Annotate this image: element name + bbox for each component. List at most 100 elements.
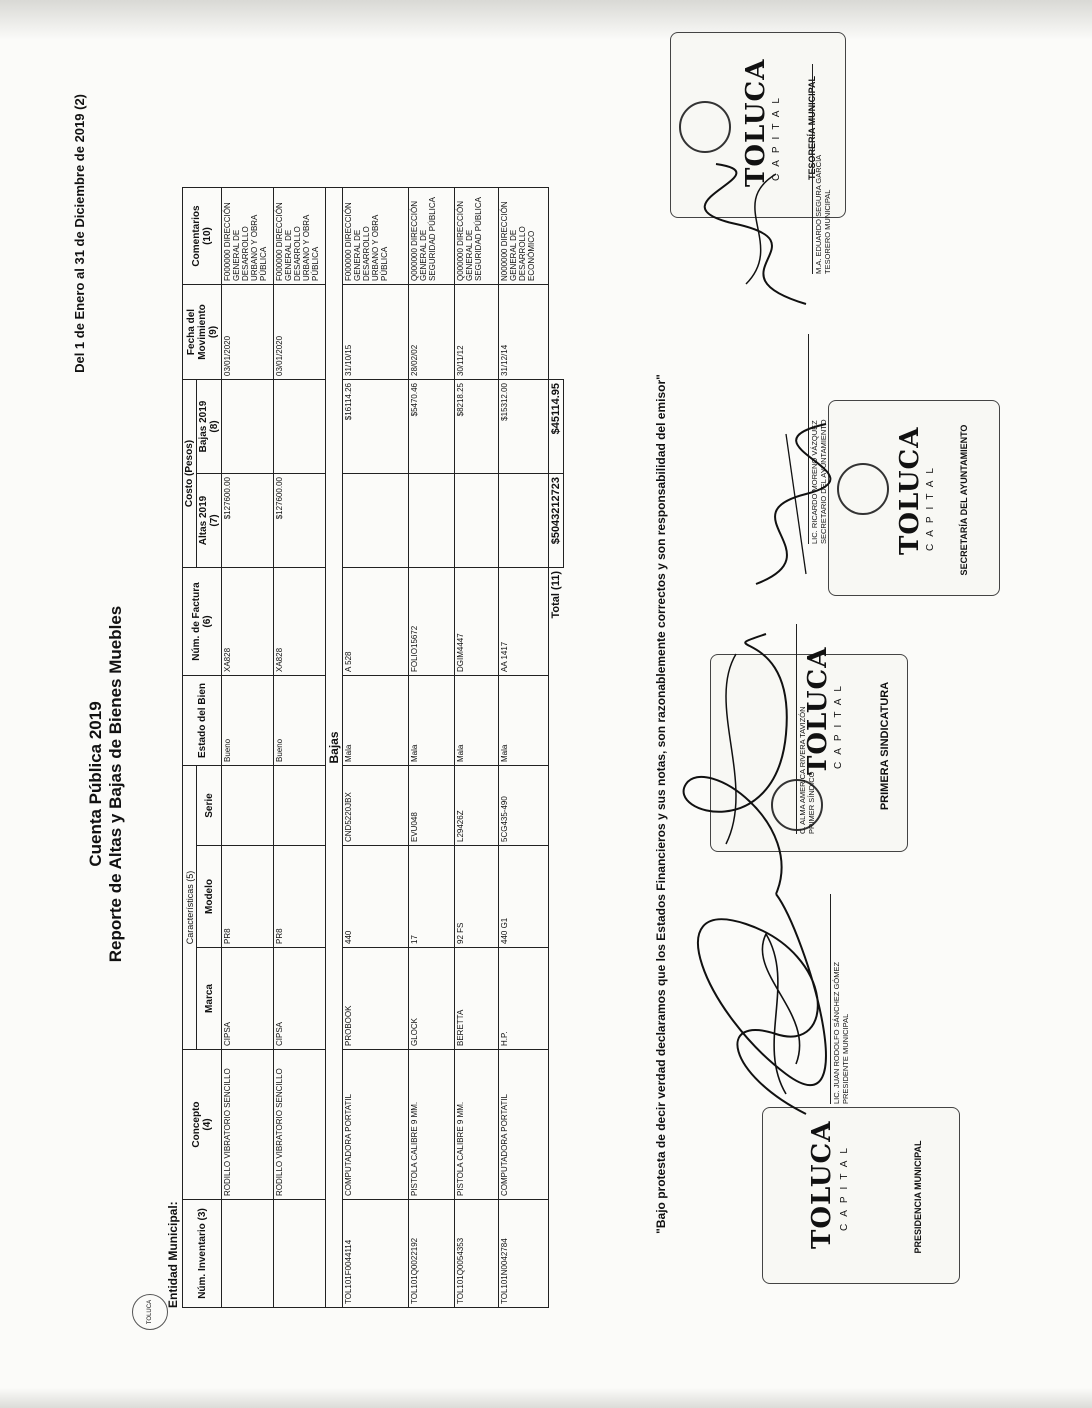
cell-fecha: 31/10/15	[342, 284, 409, 380]
cell-baja: $5470.46	[408, 379, 455, 474]
col-marca: Marca	[196, 947, 222, 1050]
report-period: Del 1 de Enero al 31 de Diciembre de 201…	[72, 94, 87, 373]
col-bajas: Bajas 2019(8)	[196, 379, 222, 474]
bajas-section-row: Bajas	[325, 187, 343, 1308]
table-header-row-1: Núm. Inventario (3) Concepto(4) Caracter…	[182, 187, 222, 1308]
cell-inventario	[221, 1199, 274, 1308]
total-spacer	[549, 188, 564, 285]
col-altas-label: Altas 2019	[198, 495, 209, 546]
signature-secretario	[755, 423, 832, 585]
table-row: TOL101F0044114 COMPUTADORA PORTATIL PROB…	[342, 187, 409, 1308]
col-serie: Serie	[196, 765, 222, 846]
cell-factura: AA 1417	[498, 567, 549, 676]
cell-inventario: TOL101Q0054353	[454, 1199, 499, 1308]
cell-baja	[221, 379, 274, 474]
cell-marca: PROBOOK	[342, 947, 409, 1050]
col-comentarios-num: (10)	[202, 227, 213, 245]
cell-fecha: 30/11/12	[454, 284, 499, 380]
entity-label: Entidad Municipal:	[166, 1201, 180, 1308]
cell-modelo: 440 G1	[498, 845, 549, 948]
cell-concepto: RODILLO VIBRATORIO SENCILLO	[221, 1049, 274, 1200]
col-altas: Altas 2019(7)	[196, 473, 222, 568]
cell-modelo: 440	[342, 845, 409, 948]
seal-icon	[679, 101, 731, 153]
total-label: Total (11)	[550, 571, 562, 619]
total-spacer	[549, 285, 564, 380]
cell-serie: 5CG435-490	[498, 765, 549, 846]
cell-serie	[221, 765, 274, 846]
scan-bottom-edge	[0, 1388, 1092, 1408]
stamp-office: PRIMERA SINDICATURA	[879, 681, 891, 811]
cell-modelo: 17	[408, 845, 455, 948]
cell-alta	[498, 473, 549, 568]
col-modelo: Modelo	[196, 845, 222, 948]
logo-text: TOLUCA	[147, 1299, 153, 1325]
cell-marca: CIPSA	[221, 947, 274, 1050]
cell-factura: A 528	[342, 567, 409, 676]
cell-fecha: 31/12/14	[498, 284, 549, 380]
col-fecha: Fecha del Movimiento(9)	[182, 284, 222, 380]
cell-comentario: F000000 DIRECCIÓN GENERAL DE DESARROLLO …	[273, 187, 326, 285]
cell-comentario: Q000000 DIRECCIÓN GENERAL DE SEGURIDAD P…	[454, 187, 499, 285]
cell-factura: XA828	[221, 567, 274, 676]
cell-factura: FOLIO15672	[408, 567, 455, 676]
cell-alta: $127600.00	[221, 473, 274, 568]
cell-comentario: N000000 DIRECCIÓN GENERAL DE DESARROLLO …	[498, 187, 549, 285]
col-inventario: Núm. Inventario (3)	[182, 1199, 222, 1308]
cell-serie	[273, 765, 326, 846]
cell-marca: CIPSA	[273, 947, 326, 1050]
cell-concepto: RODILLO VIBRATORIO SENCILLO	[273, 1049, 326, 1200]
stamp-cap: CAPITAL	[925, 461, 936, 551]
cell-factura: XA828	[273, 567, 326, 676]
report-subtitle: Reporte de Altas y Bajas de Bienes Muebl…	[106, 605, 125, 963]
cell-comentario: F000000 DIRECCIÓN GENERAL DE DESARROLLO …	[221, 187, 274, 285]
total-bajas: $45114.95	[548, 379, 564, 474]
stamp-office: SECRETARÍA DEL AYUNTAMIENTO	[959, 424, 969, 576]
col-caracteristicas: Características (5)	[182, 765, 197, 1050]
cell-fecha: 03/01/2020	[273, 284, 326, 380]
rotated-report-sheet: TOLUCA Cuenta Pública 2019 Reporte de Al…	[66, 32, 1026, 1334]
stamp-cap: CAPITAL	[833, 679, 844, 769]
cell-modelo: PR8	[221, 845, 274, 948]
cell-estado: Mala	[408, 675, 455, 766]
col-factura-num: (6)	[202, 615, 213, 628]
cell-inventario	[273, 1199, 326, 1308]
cell-comentario: F000000 DIRECCIÓN GENERAL DE DESARROLLO …	[342, 187, 409, 285]
cell-inventario: TOL101N0042784	[498, 1199, 549, 1308]
total-altas: $5043212723	[548, 473, 564, 568]
cell-serie: CND5220JBX	[342, 765, 409, 846]
cell-alta	[408, 473, 455, 568]
col-concepto-num: (4)	[202, 1118, 213, 1131]
col-factura: Núm. de Factura(6)	[182, 567, 222, 676]
col-costo: Costo (Pesos)	[182, 379, 197, 568]
cell-baja	[273, 379, 326, 474]
cell-estado: Bueno	[273, 675, 326, 766]
cell-alta	[454, 473, 499, 568]
totals-row: Total (11) $5043212723 $45114.95	[548, 188, 564, 1308]
cell-estado: Mala	[454, 675, 499, 766]
cell-serie: EVU048	[408, 765, 455, 846]
cell-concepto: PISTOLA CALIBRE 9 MM.	[454, 1049, 499, 1200]
cell-marca: BERETTA	[454, 947, 499, 1050]
cell-serie: L29426Z	[454, 765, 499, 846]
signature-presidente	[697, 893, 827, 1115]
cell-factura: DGIM4447	[454, 567, 499, 676]
cell-estado: Mala	[498, 675, 549, 766]
cell-marca: H.P.	[498, 947, 549, 1050]
bajas-section-label: Bajas	[325, 187, 343, 1308]
cell-baja: $8218.25	[454, 379, 499, 474]
cell-concepto: COMPUTADORA PORTATIL	[498, 1049, 549, 1200]
cell-fecha: 03/01/2020	[221, 284, 274, 380]
cell-marca: GLOCK	[408, 947, 455, 1050]
col-factura-label: Núm. de Factura	[191, 582, 202, 661]
cell-comentario: Q000000 DIRECCIÓN GENERAL DE SEGURIDAD P…	[408, 187, 455, 285]
municipal-logo: TOLUCA	[132, 1294, 168, 1330]
stamp-cap: CAPITAL	[839, 1141, 850, 1231]
assets-table: Núm. Inventario (3) Concepto(4) Caracter…	[182, 187, 564, 1308]
signature-sindico	[682, 633, 788, 895]
col-bajas-num: (8)	[209, 420, 220, 433]
cell-alta	[342, 473, 409, 568]
cell-inventario: TOL101F0044114	[342, 1199, 409, 1308]
signature-tesorero	[703, 163, 807, 305]
table-row: TOL101Q0054353 PISTOLA CALIBRE 9 MM. BER…	[454, 187, 499, 1308]
